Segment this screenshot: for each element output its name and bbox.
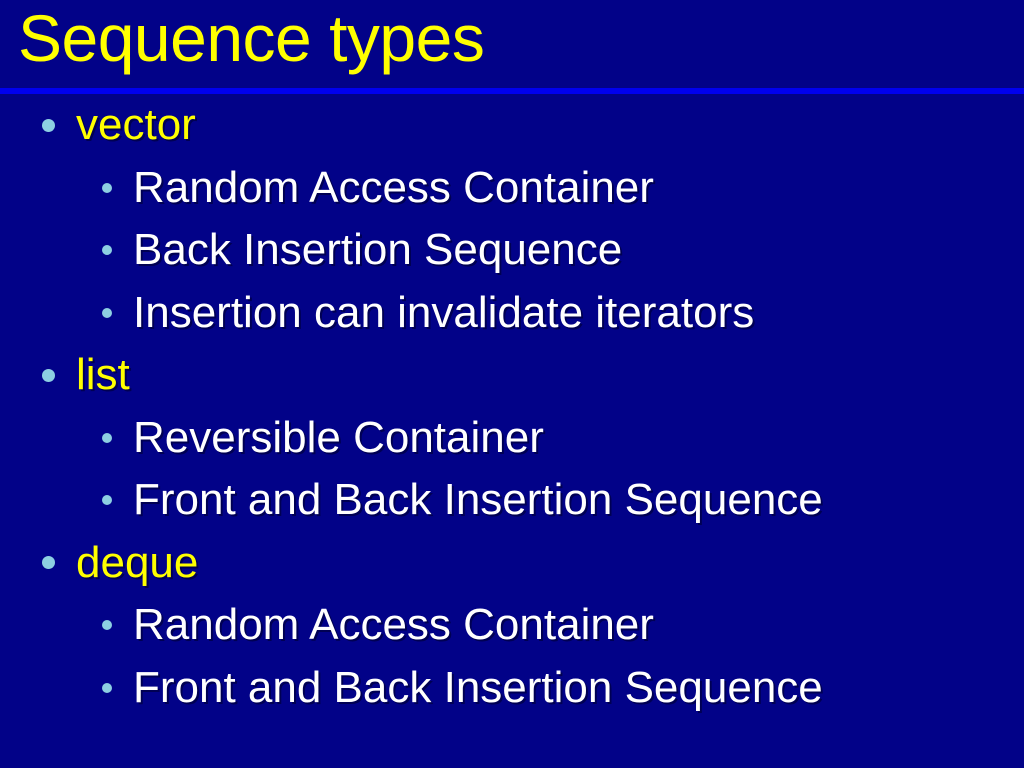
bullet-text: Back Insertion Sequence	[133, 225, 623, 275]
bullet-dot-icon	[102, 620, 112, 631]
bullet-text: Reversible Container	[133, 412, 544, 462]
bullet-item-level2: Random Access Container	[0, 594, 1024, 657]
bullet-dot-icon	[102, 432, 112, 443]
bullet-text: Front and Back Insertion Sequence	[133, 662, 823, 712]
bullet-item-level2: Reversible Container	[0, 407, 1024, 470]
bullet-item-level2: Random Access Container	[0, 157, 1024, 220]
bullet-dot-icon	[102, 682, 112, 693]
bullet-item-level1: deque	[0, 532, 1024, 595]
bullet-dot-icon	[102, 307, 112, 318]
bullet-dot-icon	[42, 556, 55, 570]
bullet-dot-icon	[102, 245, 112, 256]
bullet-dot-icon	[42, 118, 55, 132]
bullet-dot-icon	[102, 182, 112, 193]
title-divider-rule	[0, 88, 1024, 94]
page-title: Sequence types	[18, 1, 485, 75]
bullet-dot-icon	[42, 368, 55, 382]
bullet-item-level1: vector	[0, 94, 1024, 157]
bullet-item-level1: list	[0, 344, 1024, 407]
bullet-item-level2: Front and Back Insertion Sequence	[0, 469, 1024, 532]
bullet-dot-icon	[102, 495, 112, 506]
bullet-text: Front and Back Insertion Sequence	[133, 475, 823, 525]
bullet-item-level2: Front and Back Insertion Sequence	[0, 657, 1024, 720]
bullet-item-level2: Back Insertion Sequence	[0, 219, 1024, 282]
bullet-text: list	[76, 350, 130, 400]
bullet-text: deque	[76, 537, 199, 587]
slide-title-area: Sequence types	[0, 0, 1024, 88]
bullet-text: vector	[76, 100, 196, 150]
bullet-text: Random Access Container	[133, 162, 654, 212]
bullet-text: Insertion can invalidate iterators	[133, 287, 755, 337]
bullet-item-level2: Insertion can invalidate iterators	[0, 282, 1024, 345]
bullet-text: Random Access Container	[133, 600, 654, 650]
